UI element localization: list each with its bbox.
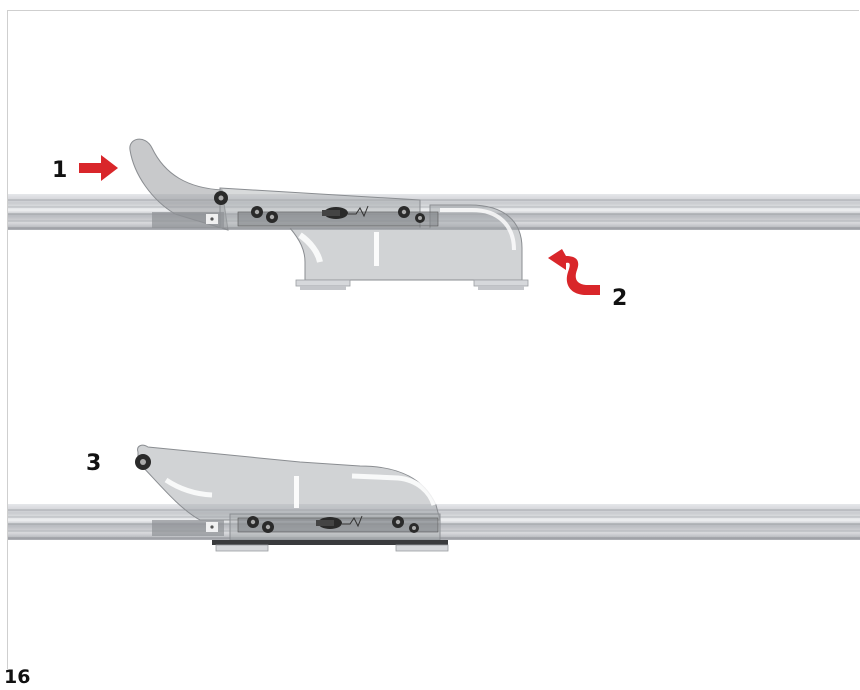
step-label-2: 2 bbox=[612, 286, 627, 311]
bottom-base-plate bbox=[212, 540, 449, 552]
page-number: 16 bbox=[4, 666, 31, 688]
page-frame bbox=[7, 10, 859, 669]
bottom-damper-mechanism bbox=[316, 515, 363, 529]
arrow-2-icon bbox=[548, 249, 600, 295]
step-label-1: 1 bbox=[52, 158, 67, 183]
step-label-3: 3 bbox=[86, 451, 101, 476]
bottom-hanger-slot bbox=[294, 476, 299, 508]
top-hanger-body bbox=[288, 204, 523, 281]
bottom-assembly: 3 bbox=[8, 444, 860, 552]
top-hanger-slot bbox=[374, 232, 379, 266]
top-latch-arm bbox=[129, 138, 229, 231]
top-damper-mechanism bbox=[322, 205, 369, 219]
top-base-plates bbox=[295, 279, 529, 290]
top-assembly: 1 2 bbox=[8, 138, 860, 311]
arrow-1-icon bbox=[79, 155, 118, 181]
